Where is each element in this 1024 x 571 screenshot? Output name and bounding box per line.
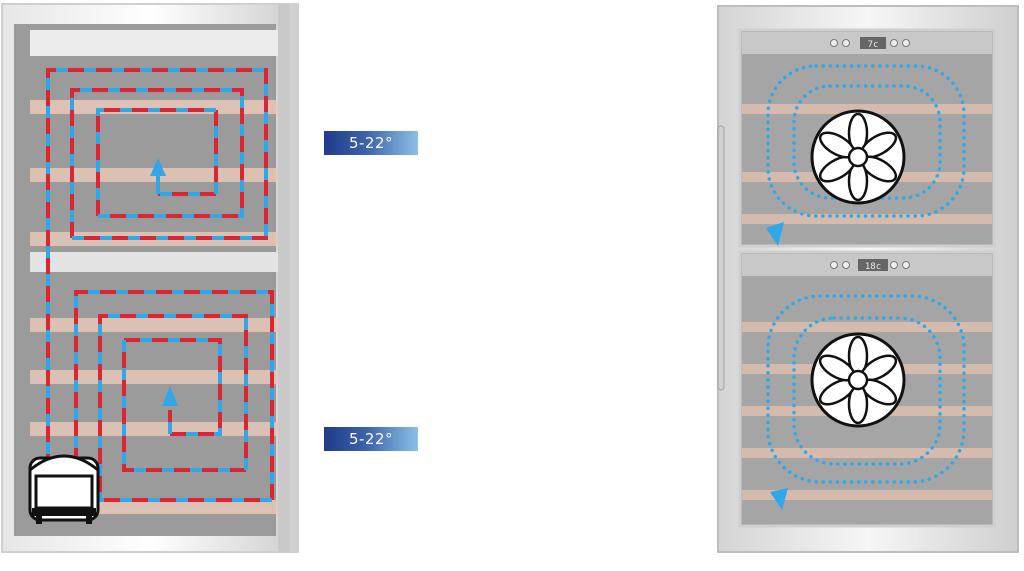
shelf [30, 370, 278, 384]
upper-display-text: 7c [868, 40, 879, 50]
lower-airflow-loop [766, 294, 966, 484]
left-cabinet [0, 0, 300, 567]
upper-zone-temp-badge: 5-22° [324, 131, 418, 155]
shelf [30, 422, 278, 436]
lower-zone-temp-badge: 5-22° [324, 427, 418, 451]
thermometer-display [858, 259, 888, 271]
door-handle [717, 125, 725, 391]
arrow-icon [150, 158, 166, 176]
zone-divider [30, 252, 278, 272]
warm-air-path [74, 290, 274, 502]
compressor-icon [28, 454, 100, 524]
cold-air-path [46, 68, 268, 470]
right-cabinet: 7c [712, 0, 1024, 567]
upper-airflow-spiral [46, 68, 268, 470]
top-panel [30, 30, 278, 56]
lower-display-text: 18c [865, 262, 881, 272]
shelf [30, 318, 278, 332]
lower-control-buttons [830, 259, 910, 271]
cold-air-path [74, 290, 274, 502]
cabinet-side-edge [278, 4, 290, 552]
fan-icon [810, 332, 906, 428]
fan-icon [810, 109, 906, 205]
arrow-icon [770, 488, 788, 510]
left-cabinet-illustration [1, 3, 299, 553]
arrow-icon [162, 386, 178, 406]
lower-airflow-spiral [74, 290, 274, 502]
shelves [30, 100, 278, 514]
right-cabinet-illustration: 7c [717, 5, 1019, 553]
arrow-icon [766, 222, 784, 246]
thermometer-display [860, 37, 886, 49]
upper-control-buttons [830, 37, 910, 49]
